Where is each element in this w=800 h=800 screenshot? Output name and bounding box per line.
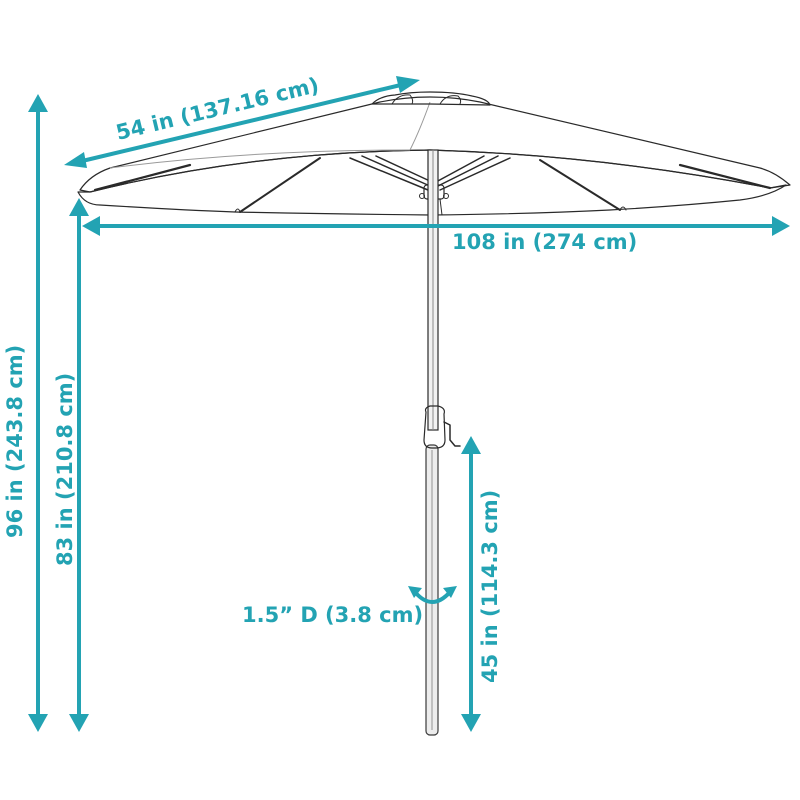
total-height-dimension: 96 in (243.8 cm) [3, 94, 48, 732]
clearance-height-label: 83 in (210.8 cm) [53, 373, 77, 566]
canopy [77, 96, 791, 216]
crank-handle [423, 405, 461, 449]
pole-diameter-label: 1.5” D (3.8 cm) [242, 603, 423, 627]
canopy-vent [371, 91, 491, 106]
pole-diameter-dimension: 1.5” D (3.8 cm) [242, 586, 457, 627]
total-height-label: 96 in (243.8 cm) [3, 345, 27, 538]
crank-height-dimension: 45 in (114.3 cm) [461, 436, 502, 732]
canopy-span-dimension: 108 in (274 cm) [82, 216, 790, 254]
crank-height-label: 45 in (114.3 cm) [478, 490, 502, 683]
clearance-height-dimension: 83 in (210.8 cm) [53, 198, 89, 732]
pole [425, 149, 439, 736]
ribs [93, 155, 772, 213]
rib-length-label: 54 in (137.16 cm) [114, 73, 322, 145]
umbrella-drawing [77, 91, 791, 736]
rib-length-dimension: 54 in (137.16 cm) [64, 73, 420, 168]
canopy-span-label: 108 in (274 cm) [452, 230, 637, 254]
